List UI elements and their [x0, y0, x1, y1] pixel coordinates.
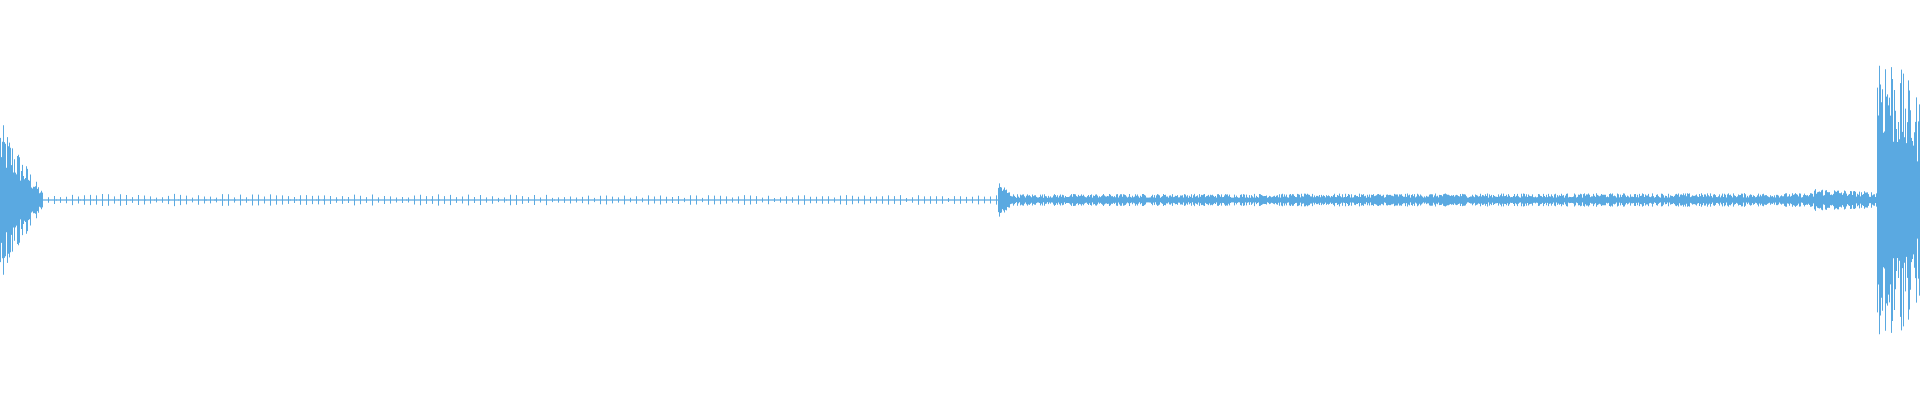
audio-waveform[interactable]	[0, 0, 1920, 400]
waveform-panel	[0, 0, 1920, 400]
